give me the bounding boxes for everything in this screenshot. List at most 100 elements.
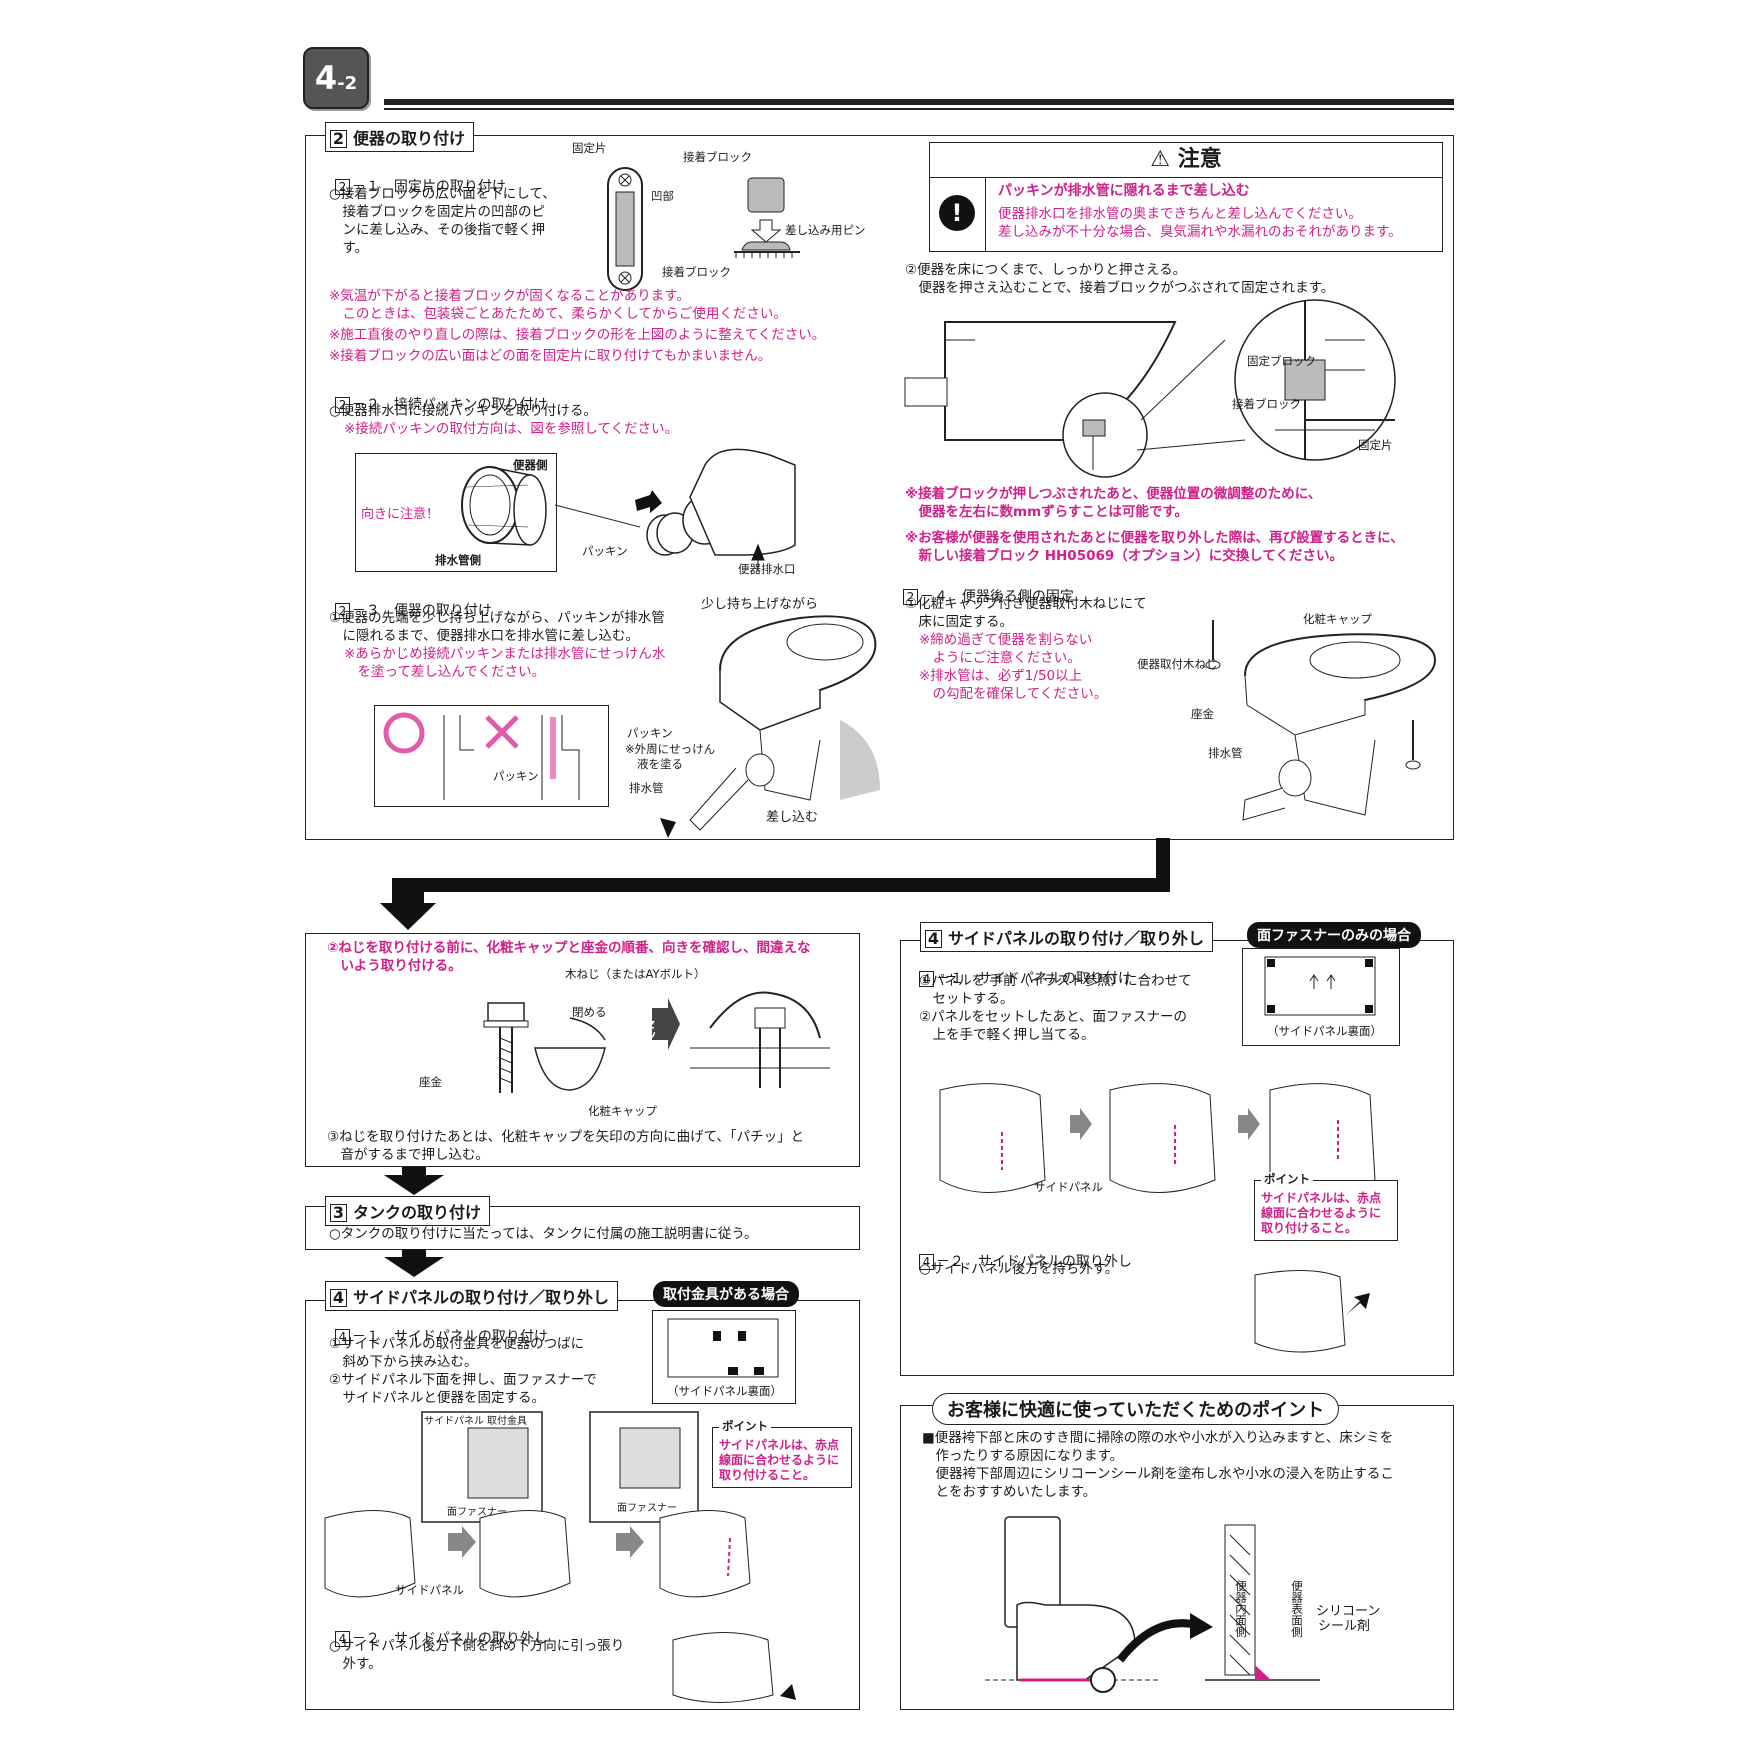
- panel-back-caption-right: （サイドパネル裏面）: [1267, 1024, 1382, 1038]
- caution-head: パッキンが排水管に隠れるまで差し込む: [998, 183, 1250, 199]
- section-3-body: ○タンクの取り付けに当たっては、タンクに付属の施工説明書に従う。: [329, 1226, 758, 1242]
- toilet-insert-illustration: [660, 543, 880, 838]
- note-right-0: ※接着ブロックが押しつぶされたあと、便器位置の微調整のために、: [905, 486, 1322, 502]
- packing-illustration: [461, 448, 796, 556]
- label-after-set: セット後: [643, 1018, 657, 1064]
- page-number-badge: 4-2: [303, 47, 369, 109]
- label-wood-screw: 便器取付木ねじ: [1137, 657, 1218, 671]
- label-washer-2: 座金: [419, 1075, 442, 1089]
- panel-back-icon: [667, 1318, 779, 1378]
- label-fastener-1: 面ファスナー: [447, 1507, 507, 1518]
- point-left-line-2: 取り付けること。: [719, 1468, 816, 1482]
- panel-back-box-left: （サイドパネル裏面）: [652, 1310, 796, 1404]
- note-2-3-1: を塗って差し込んでください。: [344, 664, 546, 680]
- step-2-3-body-1: に隠れるまで、便器排水口を排水管に差し込む。: [329, 628, 639, 644]
- caution-icon-cell: !: [930, 178, 986, 251]
- label-bracket: 取付金具: [487, 1416, 527, 1427]
- label-side-panel-right: サイドパネル: [1034, 1180, 1103, 1194]
- label-lift: 少し持ち上げながら: [701, 597, 819, 612]
- note-2-1-0: ※気温が下がると接着ブロックが固くなることがあります。: [329, 288, 690, 304]
- panel-back-caption-left: （サイドパネル裏面）: [667, 1384, 782, 1398]
- label-fastener-2: 面ファスナー: [617, 1503, 677, 1514]
- label-sealant-1: シリコーン: [1316, 1604, 1381, 1619]
- page-number: 4: [314, 59, 338, 97]
- tips-title: お客様に快適に使っていただくためのポイント: [932, 1393, 1340, 1425]
- note-2-1-1: このときは、包装袋ごとあたためて、柔らかくしてからご使用ください。: [329, 306, 787, 322]
- label-packing-example: パッキン: [493, 769, 539, 783]
- tips-box: [900, 1405, 1454, 1710]
- screw-cap-illustration: [483, 991, 830, 1093]
- warning-icon: ⚠: [1150, 147, 1171, 172]
- label-close: 閉める: [572, 1005, 607, 1019]
- label-oubu: 凹部: [651, 189, 674, 203]
- point-left-line-0: サイドパネルは、赤点: [719, 1438, 840, 1452]
- step-4-2-left-title: 4－２ サイドパネルの取り外し: [326, 1614, 548, 1648]
- label-screw: 木ねじ（またはAYボルト）: [565, 967, 706, 981]
- step-2-1-title: 2－１ 固定片の取り付け: [326, 162, 506, 196]
- step-4-1-left-body-3: サイドパネルと便器を固定する。: [329, 1390, 545, 1406]
- step-4-2-right-title: 4－２ サイドパネルの取り外し: [910, 1237, 1132, 1271]
- note-2-4-3: の勾配を確保してください。: [919, 686, 1108, 702]
- note-2-2: ※接続パッキンの取付方向は、図を参照してください。: [344, 421, 679, 437]
- section-4-right-badge: 面ファスナーのみの場合: [1247, 922, 1421, 948]
- toilet-fixed-illustration: [904, 299, 1396, 478]
- step-2-1-body-2: ンに差し込み、その後指で軽く押: [329, 222, 545, 238]
- note-right-1: 便器を左右に数mmずらすことは可能です。: [905, 504, 1189, 520]
- label-side-panel-small: サイドパネル: [424, 1416, 484, 1427]
- step-4-2-right-body: ○サイドパネル後方を持ち外す。: [919, 1261, 1119, 1277]
- label-kotei: 固定片: [572, 141, 607, 155]
- label-drain-pipe: 排水管: [1208, 746, 1243, 760]
- insertion-example-illustration: [383, 712, 580, 800]
- label-haisui-side: 排水管側: [435, 553, 481, 567]
- label-side-panel-left: サイドパネル: [395, 1583, 464, 1597]
- page-number-sub: -2: [337, 73, 358, 94]
- label-soap: ※外周にせっけん: [625, 742, 716, 756]
- side-panel-remove-right: [1254, 1270, 1370, 1353]
- rear-fix-illustration: [1205, 620, 1437, 821]
- label-pin: 差し込み用ピン: [785, 223, 866, 237]
- label-kotei-block: 固定ブロック: [1247, 354, 1316, 368]
- flow-arrow-3: [384, 1249, 444, 1277]
- note-2-3-0: ※あらかじめ接続パッキンまたは排水管にせっけん水: [344, 646, 666, 662]
- label-caution-direction: 向きに注意！: [361, 507, 440, 522]
- label-setchaku-top: 接着ブロック: [683, 150, 752, 164]
- step-4-1-right-body-2: ②パネルをセットしたあと、面ファスナーの: [919, 1009, 1188, 1025]
- step-2-4-body-1: 床に固定する。: [905, 614, 1013, 630]
- screw-step3-0: ③ねじを取り付けたあとは、化粧キャップを矢印の方向に曲げて、「パチッ」と: [327, 1129, 805, 1145]
- screw-step2-1: いよう取り付ける。: [327, 958, 462, 974]
- header-rule-thin: [384, 108, 1454, 110]
- side-panel-install-right: [939, 1083, 1376, 1193]
- point-right-line-2: 取り付けること。: [1261, 1221, 1358, 1235]
- label-setchaku-bottom: 接着ブロック: [662, 265, 731, 279]
- caution-line-1: 差し込みが不十分な場合、臭気漏れや水漏れのおそれがあります。: [998, 224, 1402, 240]
- note-right-2: ※お客様が便器を使用されたあとに便器を取り外した際は、再び設置するときに、: [905, 530, 1404, 546]
- label-setchaku-block: 接着ブロック: [1232, 397, 1301, 411]
- side-panel-install-left: [324, 1411, 751, 1598]
- note-2-4-2: ※排水管は、必ず1/50以上: [919, 668, 1083, 684]
- step-2-1-body-3: す。: [329, 240, 369, 256]
- note-2-1-3: ※接着ブロックの広い面はどの面を固定片に取り付けてもかまいません。: [329, 348, 772, 364]
- tips-body-1: 作ったりする原因になります。: [922, 1448, 1124, 1464]
- label-sealant-2: シール剤: [1318, 1619, 1371, 1634]
- note-right-3: 新しい接着ブロック HH05069（オプション）に交換してください。: [905, 548, 1343, 564]
- fixing-piece-illustration: [607, 167, 800, 291]
- label-kotei-piece: 固定片: [1358, 438, 1393, 452]
- step-4-2-left-body-1: 外す。: [329, 1656, 382, 1672]
- step-4-1-left-body-0: ①サイドパネルの取付金具を便器のつばに: [329, 1336, 585, 1352]
- screw-step3-1: 音がするまで押し込む。: [327, 1147, 489, 1163]
- point-right-line-1: 線面に合わせるように: [1261, 1206, 1382, 1220]
- packing-detail-frame: [355, 453, 557, 572]
- note-2-1-2: ※施工直後のやり直しの際は、接着ブロックの形を上図のように整えてください。: [329, 327, 826, 343]
- sealant-illustration: [985, 1516, 1320, 1693]
- panel-back-box-right: （サイドパネル裏面）: [1242, 948, 1400, 1046]
- label-cap-2: 化粧キャップ: [588, 1104, 657, 1118]
- label-packing-toilet: パッキン: [627, 726, 673, 740]
- label-inner-side: 便器内面側: [1234, 1580, 1248, 1638]
- label-insert: 差し込む: [766, 810, 819, 825]
- step-4-1-left-body-1: 斜め下から挟み込む。: [329, 1354, 478, 1370]
- step-4-1-left-title: 4－１ サイドパネルの取り付け: [326, 1312, 548, 1346]
- caution-line-0: 便器排水口を排水管の奥まできちんと差し込んでください。: [998, 206, 1362, 222]
